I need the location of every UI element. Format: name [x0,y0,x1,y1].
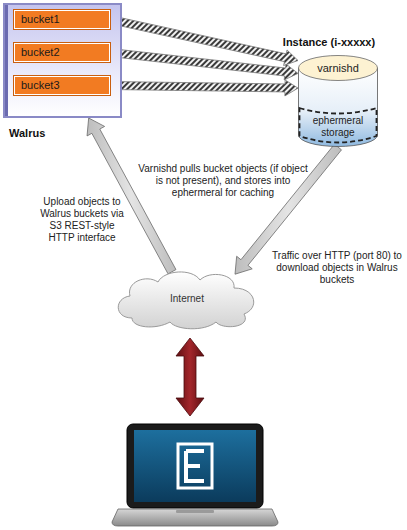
node-label: bucket2 [15,44,109,60]
hatched-arrow [109,16,298,66]
node-label: Internet [112,268,262,330]
flow-arrow [87,118,176,274]
node-label: bucket3 [15,77,109,93]
laptop-illustration [112,424,278,526]
node-label: bucket1 [15,11,109,27]
storage-band: ephermeral storage [298,105,378,145]
hatched-arrow [110,80,298,96]
edge-label: Traffic over HTTP (port 80) to download … [272,250,402,286]
bucket-box: bucket2 [14,43,110,62]
bucket-box: bucket3 [14,76,110,95]
cloud-shape: Internet [112,268,262,330]
ellipse-top [299,56,378,81]
process-ellipse: varnishd [298,55,378,81]
double-arrow [176,338,204,416]
node-label: varnishd [298,55,378,81]
note-text: Varnishd pulls bucket objects (if object… [138,163,308,199]
edge-label: Upload objects to Walrus buckets via S3 … [40,196,124,244]
node-heading: Instance (i-xxxxx) [264,36,394,48]
storage-box: Walrusbucket1bucket2bucket3 [3,3,122,118]
instance-cylinder: Instance (i-xxxxx)varnishdephermeral sto… [298,55,378,147]
node-heading: Walrus [9,127,45,139]
node-label: ephermeral storage [298,105,378,139]
hatched-arrow [110,49,298,80]
bucket-box: bucket1 [14,10,110,29]
